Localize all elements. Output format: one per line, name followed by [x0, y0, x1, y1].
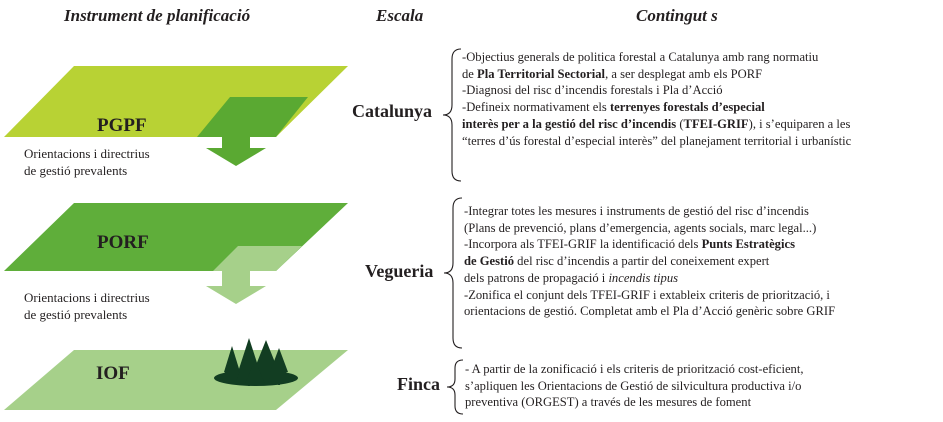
pgpf-code: PGPF: [97, 115, 147, 136]
content-line: -Defineix normativament els terrenyes fo…: [462, 99, 851, 116]
content-segment: -Zonifica el conjunt dels TFEI-GRIF i ex…: [464, 287, 830, 302]
iof-code: IOF: [96, 363, 130, 384]
content-segment: ), i s’equiparen a les: [748, 116, 851, 131]
header-instrument: Instrument de planificació: [64, 6, 251, 25]
brace-icon: [442, 48, 462, 182]
content-line: “terres d’ús forestal d’especial interès…: [462, 133, 851, 150]
content-segment: del risc d’incendis a partir del coneixe…: [514, 254, 770, 269]
porf-layer: [4, 203, 348, 271]
down-arrow-icon: [206, 271, 266, 304]
content-segment: de Gestió: [464, 254, 515, 269]
content-segment: preventiva (ORGEST) a través de les mesu…: [465, 395, 752, 410]
pgpf-note: Orientacions i directrius de gestió prev…: [24, 145, 150, 179]
content-segment: , a ser desplegat amb els PORF: [605, 66, 763, 81]
content-segment: Pla Territorial Sectorial: [477, 66, 606, 81]
content-segment: terrenyes forestals d’especial: [609, 100, 765, 115]
content-segment: s’apliquen les Orientacions de Gestió de…: [465, 378, 802, 393]
content-line: -Diagnosi del risc d’incendis forestals …: [462, 82, 851, 99]
content-segment: incendis tipus: [608, 270, 679, 285]
content-segment: -Integrar totes les mesures i instrument…: [464, 204, 809, 218]
content-line: -Integrar totes les mesures i instrument…: [464, 203, 835, 220]
content-line: s’apliquen les Orientacions de Gestió de…: [465, 378, 804, 395]
content-segment: (Plans de prevenció, plans d’emergencia,…: [464, 220, 817, 235]
scale-finca: Finca: [397, 374, 440, 394]
content-line: interès per a la gestió del risc d’incen…: [462, 116, 851, 133]
content-segment: -Incorpora als TFEI-GRIF la identificaci…: [464, 237, 702, 252]
content-segment: TFEI-GRIF: [683, 116, 749, 131]
down-arrow-icon: [206, 137, 266, 166]
note-line: Orientacions i directrius: [24, 290, 150, 305]
scale-catalunya: Catalunya: [352, 101, 433, 121]
content-line: dels patrons de propagació i incendis ti…: [464, 270, 835, 287]
contents-catalunya: -Objectius generals de politica forestal…: [462, 49, 851, 149]
note-line: de gestió prevalents: [24, 307, 128, 322]
content-segment: Punts Estratègics: [701, 237, 795, 252]
content-line: orientacions de gestió. Completat amb el…: [464, 303, 835, 320]
header-contents: Contingut s: [636, 6, 718, 25]
content-segment: interès per a la gestió del risc d’incen…: [462, 116, 677, 131]
note-line: de gestió prevalents: [24, 163, 128, 178]
content-line: -Zonifica el conjunt dels TFEI-GRIF i ex…: [464, 287, 835, 304]
content-segment: (: [676, 116, 684, 131]
brace-icon: [443, 197, 463, 349]
forest-trees-icon: [214, 338, 298, 386]
scale-vegueria: Vegueria: [365, 261, 434, 281]
content-segment: “terres d’ús forestal d’especial interès…: [462, 133, 852, 148]
brace-icon: [446, 359, 464, 415]
content-line: (Plans de prevenció, plans d’emergencia,…: [464, 220, 835, 237]
contents-finca: - A partir de la zonificació i els crite…: [465, 361, 804, 411]
content-segment: -Diagnosi del risc d’incendis forestals …: [462, 83, 723, 98]
content-segment: dels patrons de propagació i: [464, 270, 609, 285]
content-line: de Gestió del risc d’incendis a partir d…: [464, 253, 835, 270]
content-segment: - A partir de la zonificació i els crite…: [465, 362, 804, 376]
porf-inner-zone: [213, 246, 302, 271]
header-scale: Escala: [376, 6, 424, 25]
content-line: de Pla Territorial Sectorial, a ser desp…: [462, 66, 851, 83]
pgpf-inner-zone: [197, 97, 308, 137]
porf-code: PORF: [97, 232, 149, 253]
contents-vegueria: -Integrar totes les mesures i instrument…: [464, 203, 835, 320]
content-line: -Objectius generals de politica forestal…: [462, 49, 851, 66]
content-line: preventiva (ORGEST) a través de les mesu…: [465, 394, 804, 411]
content-segment: -Objectius generals de politica forestal…: [462, 50, 819, 64]
content-line: -Incorpora als TFEI-GRIF la identificaci…: [464, 236, 835, 253]
note-line: Orientacions i directrius: [24, 146, 150, 161]
content-segment: -Defineix normativament els: [462, 100, 610, 115]
content-segment: orientacions de gestió. Completat amb el…: [464, 304, 836, 319]
content-line: - A partir de la zonificació i els crite…: [465, 361, 804, 378]
content-segment: de: [462, 66, 478, 81]
porf-note: Orientacions i directrius de gestió prev…: [24, 289, 150, 323]
